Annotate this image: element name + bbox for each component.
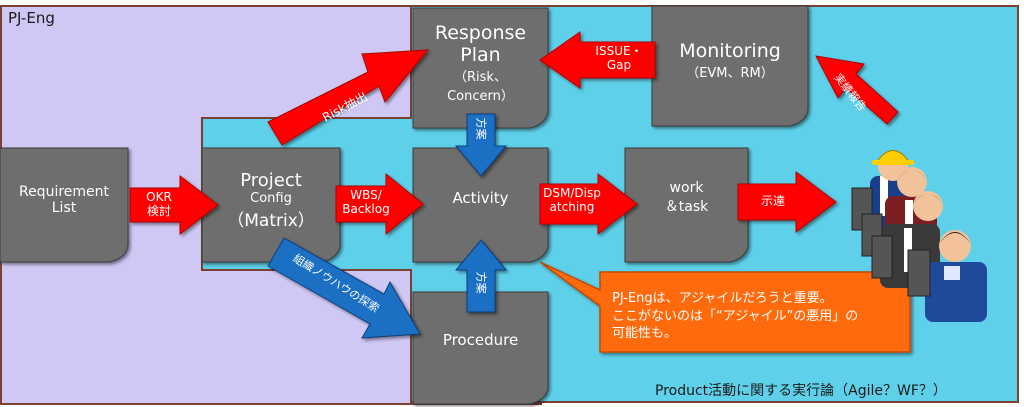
requirement-node-label: Requirement List [0, 148, 128, 252]
callout-line3: 可能性も。 [612, 326, 678, 342]
work-node [624, 147, 749, 263]
activity-line1: Activity [452, 189, 509, 207]
wbs-arrow-label: WBS/ Backlog [336, 188, 396, 217]
hoshin-top-label: 方案 [474, 117, 488, 140]
response-node-label: Response Plan （Risk、 Concern） [413, 8, 548, 118]
product-region-label: Product活動に関する実行論（Agile？WF？） [655, 383, 947, 399]
callout-line2: ここがないのは「“アジャイル”の悪用」の [612, 308, 859, 324]
project-line3: （Matrix） [227, 210, 315, 231]
requirement-line2: List [51, 200, 77, 216]
hoshin-bottom-label: 方案 [474, 271, 488, 294]
dsm-line1: DSM/Disp [543, 186, 601, 200]
project-line1: Project [240, 169, 302, 191]
monitoring-node [651, 5, 809, 127]
issue-line1: ISSUE・ [595, 44, 643, 58]
jisseki-arrow [815, 55, 899, 125]
work-node-label: work ＆task [625, 148, 748, 248]
procedure-node-label: Procedure [413, 292, 548, 388]
risk-arrow [267, 49, 430, 146]
requirement-node [0, 147, 129, 263]
activity-node [412, 147, 549, 263]
workers-illustration [851, 150, 987, 322]
callout-text: PJ-Engは、アジャイルだろうと重要。 ここがないのは「“アジャイル”の悪用」… [612, 290, 907, 343]
response-line2: Plan [460, 44, 501, 66]
okr-line1: OKR [146, 190, 172, 204]
dsm-line2: atching [549, 200, 595, 215]
okr-arrow [129, 174, 219, 236]
computer-monitors [851, 187, 931, 297]
issue-arrow-label: ISSUE・ Gap [584, 44, 654, 73]
requirement-line1: Requirement [18, 184, 110, 200]
monitoring-line1: Monitoring [679, 39, 781, 62]
project-node-label: Project Config （Matrix） [202, 150, 340, 250]
hoshin-bottom-arrow [454, 239, 508, 313]
okr-arrow-label: OKR 検討 [134, 190, 184, 219]
activity-node-label: Activity [413, 148, 548, 248]
hoshin-top-arrow [454, 113, 508, 177]
pj-eng-region-label: PJ-Eng [8, 9, 55, 27]
response-line4: Concern） [447, 89, 514, 104]
monitoring-node-label: Monitoring （EVM、RM） [652, 6, 808, 114]
dsm-arrow [539, 172, 638, 236]
response-node [412, 7, 549, 129]
monitoring-line2: （EVM、RM） [686, 65, 774, 81]
knowhow-arrow [267, 237, 421, 339]
procedure-node [412, 291, 549, 405]
shitatsu-arrow-label: 示達 [760, 194, 785, 208]
issue-arrow [539, 31, 656, 89]
issue-line2: Gap [606, 58, 632, 73]
shitatsu-arrow [737, 171, 837, 233]
callout-line1: PJ-Engは、アジャイルだろうと重要。 [612, 291, 833, 306]
wbs-line1: WBS/ [350, 188, 382, 202]
wbs-line2: Backlog [342, 202, 390, 217]
dsm-arrow-label: DSM/Disp atching [540, 186, 604, 215]
wbs-arrow [335, 172, 424, 236]
response-line1: Response [434, 22, 527, 44]
work-line1: work [669, 180, 704, 196]
work-line2: ＆task [664, 199, 709, 215]
project-line2: Config [250, 190, 292, 206]
okr-line2: 検討 [146, 204, 171, 219]
response-line3: （Risk、 [454, 70, 507, 85]
worker-4 [925, 230, 987, 322]
procedure-line1: Procedure [442, 331, 519, 349]
